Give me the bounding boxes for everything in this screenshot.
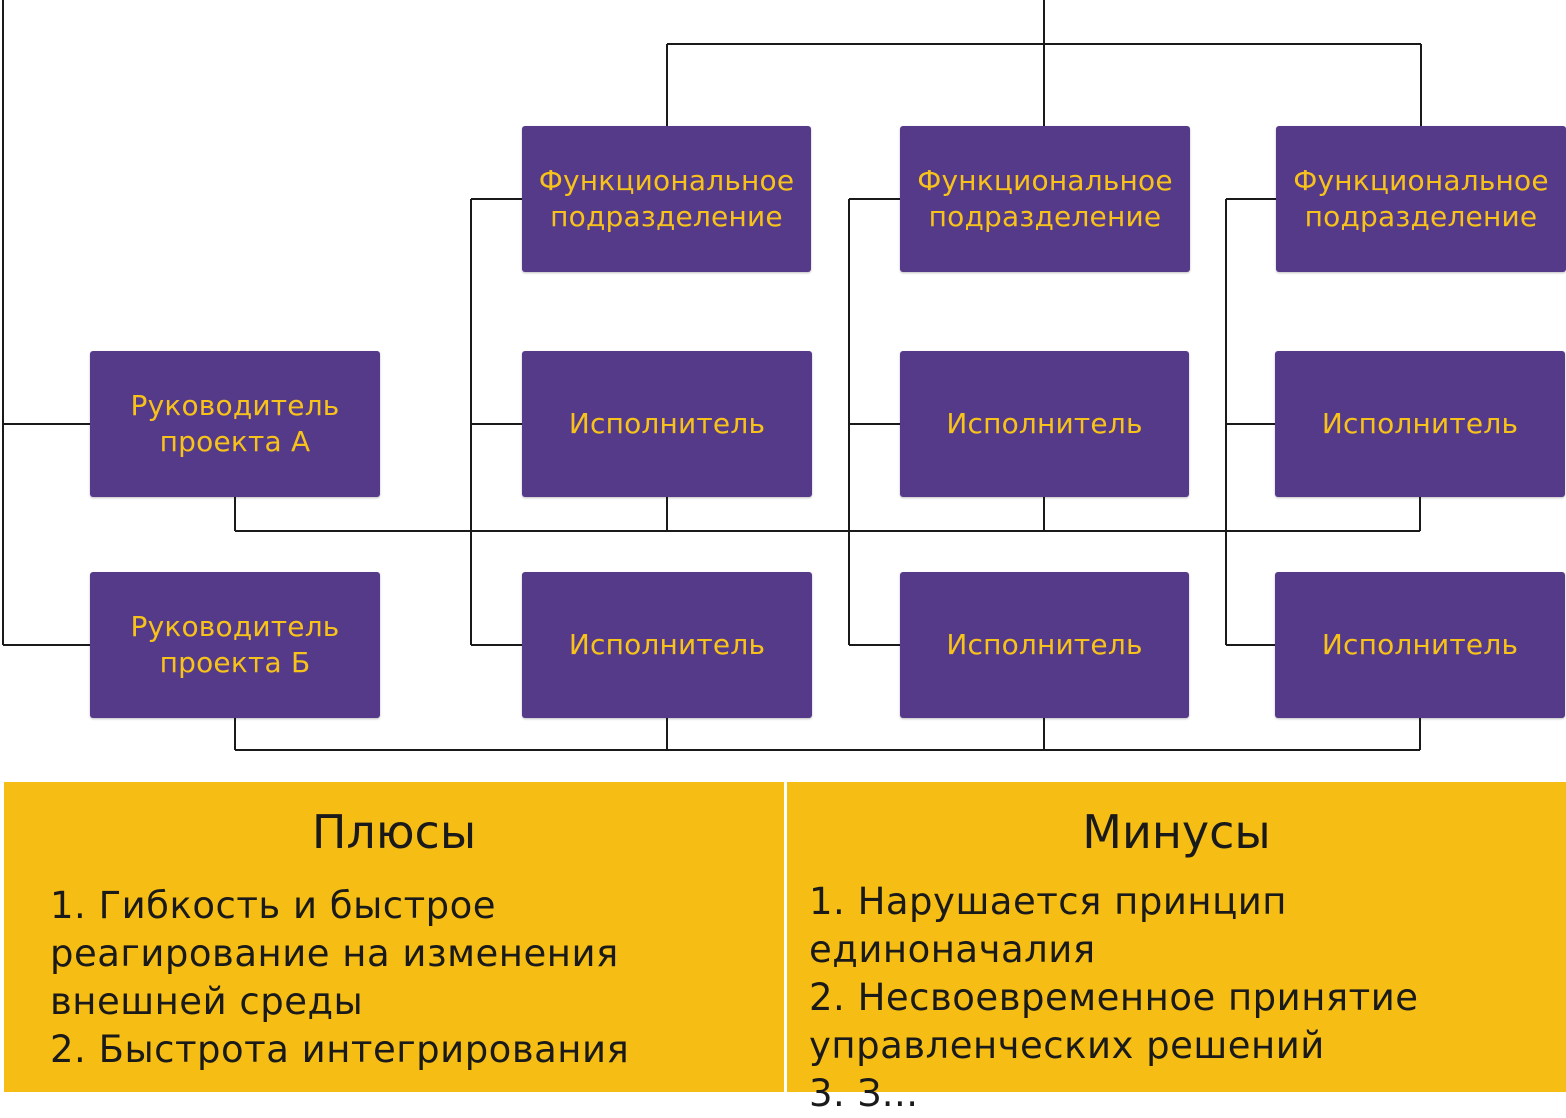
pros-line-1: 1. Гибкость и быстрое xyxy=(50,884,497,927)
functional-unit-2-label: Функциональное подразделение xyxy=(917,164,1173,233)
functional-unit-3-label: Функциональное подразделение xyxy=(1293,164,1549,233)
executor-b-3-label: Исполнитель xyxy=(1321,628,1519,661)
executor-b-1: Исполнитель xyxy=(522,572,812,718)
executor-a-3: Исполнитель xyxy=(1275,351,1565,497)
executor-a-1-label: Исполнитель xyxy=(568,407,766,440)
pros-list: 1. Гибкость и быстрое реагирование на из… xyxy=(50,882,764,1074)
project-manager-b: Руководитель проекта Б xyxy=(90,572,380,718)
cons-line-1: 1. Нарушается принцип xyxy=(809,880,1287,923)
functional-unit-1: Функциональное подразделение xyxy=(522,126,811,272)
cons-line-5: 3. З... xyxy=(809,1072,919,1115)
cons-title: Минусы xyxy=(1082,805,1271,859)
pros-line-4: 2. Быстрота интегрирования xyxy=(50,1028,630,1071)
connector-lines xyxy=(2,0,1422,751)
functional-unit-1-label: Функциональное подразделение xyxy=(538,164,795,233)
executor-b-1-label: Исполнитель xyxy=(568,628,766,661)
pros-panel: Плюсы 1. Гибкость и быстрое реагирование… xyxy=(4,782,784,1092)
cons-list: 1. Нарушается принцип единоначалия 2. Не… xyxy=(809,878,1546,1118)
project-manager-a-label: Руководитель проекта А xyxy=(130,389,340,458)
executor-a-2-label: Исполнитель xyxy=(946,407,1143,440)
pros-line-2: реагирование на изменения xyxy=(50,932,619,975)
project-manager-b-label: Руководитель проекта Б xyxy=(130,610,340,679)
executor-b-2-label: Исполнитель xyxy=(946,628,1143,661)
executor-a-2: Исполнитель xyxy=(900,351,1189,497)
pros-line-3: внешней среды xyxy=(50,980,364,1023)
cons-panel: Минусы 1. Нарушается принцип единоначали… xyxy=(787,782,1566,1115)
executor-b-2: Исполнитель xyxy=(900,572,1189,718)
executor-b-3: Исполнитель xyxy=(1275,572,1565,718)
pros-title: Плюсы xyxy=(311,805,477,859)
executor-a-3-label: Исполнитель xyxy=(1321,407,1519,440)
cons-line-3: 2. Несвоевременное принятие xyxy=(809,976,1419,1019)
cons-line-2: единоначалия xyxy=(809,928,1096,971)
functional-unit-3: Функциональное подразделение xyxy=(1276,126,1566,272)
functional-unit-2: Функциональное подразделение xyxy=(900,126,1190,272)
cons-line-4: управленческих решений xyxy=(809,1024,1325,1067)
project-manager-a: Руководитель проекта А xyxy=(90,351,380,497)
executor-a-1: Исполнитель xyxy=(522,351,812,497)
